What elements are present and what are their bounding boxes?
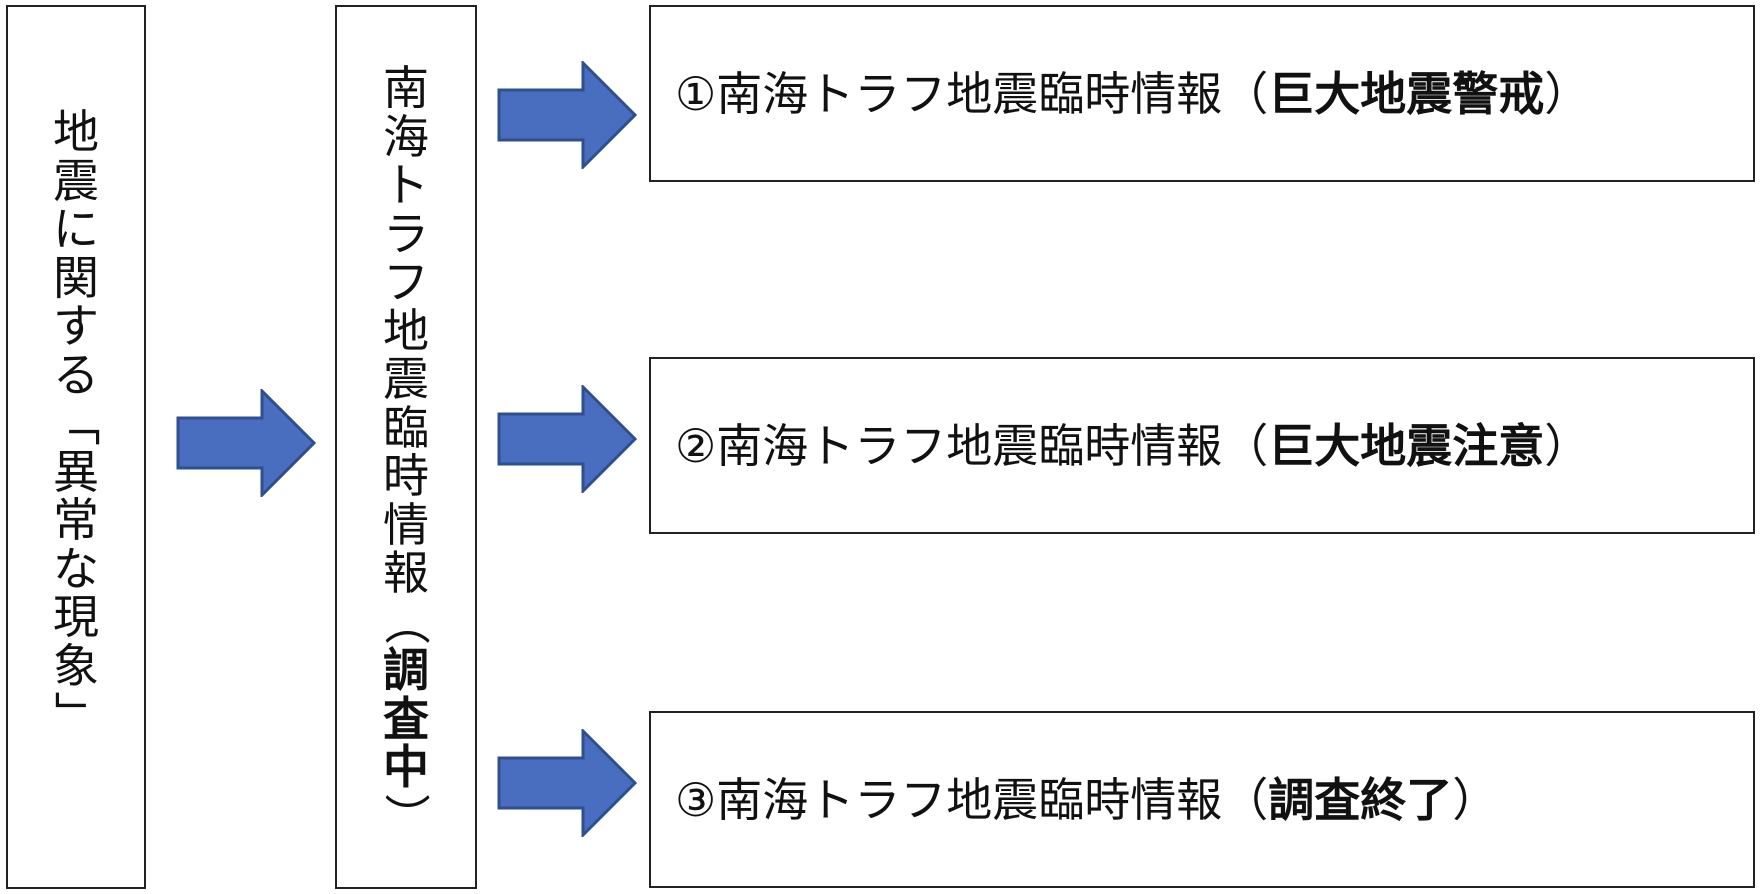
vertical-char: 報	[383, 546, 429, 600]
vertical-char: 調	[383, 643, 429, 697]
vertical-char: す	[53, 299, 99, 353]
investigation-label: 南海トラフ地震臨時情報（調査中）	[337, 65, 475, 841]
result-prefix: ②南海トラフ地震臨時情報（	[675, 418, 1269, 473]
result-box-advisory: ②南海トラフ地震臨時情報（巨大地震注意）	[649, 357, 1755, 534]
result-suffix: ）	[1452, 772, 1499, 827]
result-emphasis: 巨大地震注意	[1268, 418, 1545, 473]
vertical-char: 地	[383, 303, 429, 358]
result-label: ①南海トラフ地震臨時情報（巨大地震警戒）	[675, 7, 1590, 180]
result-box-warning: ①南海トラフ地震臨時情報（巨大地震警戒）	[649, 5, 1755, 182]
result-emphasis: 調査終了	[1268, 772, 1453, 827]
vertical-char: 関	[53, 250, 99, 305]
vertical-char: ）	[379, 792, 433, 839]
result-suffix: ）	[1544, 66, 1591, 121]
result-suffix: ）	[1544, 418, 1591, 473]
result-label: ③南海トラフ地震臨時情報（調査終了）	[675, 713, 1498, 886]
vertical-char: 」	[49, 691, 103, 737]
vertical-char: 情	[383, 497, 429, 552]
vertical-char: 異	[53, 444, 99, 499]
right-arrow-icon	[497, 729, 637, 837]
result-prefix: ③南海トラフ地震臨時情報（	[675, 772, 1269, 827]
result-label: ②南海トラフ地震臨時情報（巨大地震注意）	[675, 359, 1590, 532]
vertical-char: 象	[53, 638, 99, 693]
phenomenon-box: 地震に関する「異常な現象」	[6, 5, 146, 889]
investigation-box: 南海トラフ地震臨時情報（調査中）	[335, 5, 477, 889]
vertical-char: 査	[383, 691, 429, 746]
phenomenon-label: 地震に関する「異常な現象」	[8, 109, 144, 740]
vertical-char: フ	[383, 255, 429, 309]
vertical-char: 地	[53, 105, 99, 159]
vertical-char: 「	[49, 400, 103, 446]
vertical-char: ト	[383, 158, 429, 212]
vertical-char: 南	[383, 61, 429, 115]
result-box-ended: ③南海トラフ地震臨時情報（調査終了）	[649, 711, 1755, 888]
result-emphasis: 巨大地震警戒	[1268, 66, 1545, 121]
vertical-char: （	[379, 598, 433, 645]
right-arrow-icon	[497, 385, 637, 493]
vertical-char: 臨	[383, 400, 429, 455]
vertical-char: ラ	[383, 206, 429, 261]
vertical-char: 中	[383, 740, 429, 794]
vertical-char: 常	[53, 493, 99, 547]
result-prefix: ①南海トラフ地震臨時情報（	[675, 66, 1269, 121]
vertical-char: な	[53, 541, 99, 596]
vertical-char: 時	[383, 449, 429, 503]
vertical-char: 震	[53, 153, 99, 208]
vertical-char: る	[53, 347, 99, 402]
vertical-char: 震	[383, 352, 429, 406]
right-arrow-icon	[176, 389, 316, 497]
right-arrow-icon	[497, 61, 637, 169]
vertical-char: 現	[53, 590, 99, 644]
vertical-char: に	[53, 202, 99, 256]
vertical-char: 海	[383, 109, 429, 164]
